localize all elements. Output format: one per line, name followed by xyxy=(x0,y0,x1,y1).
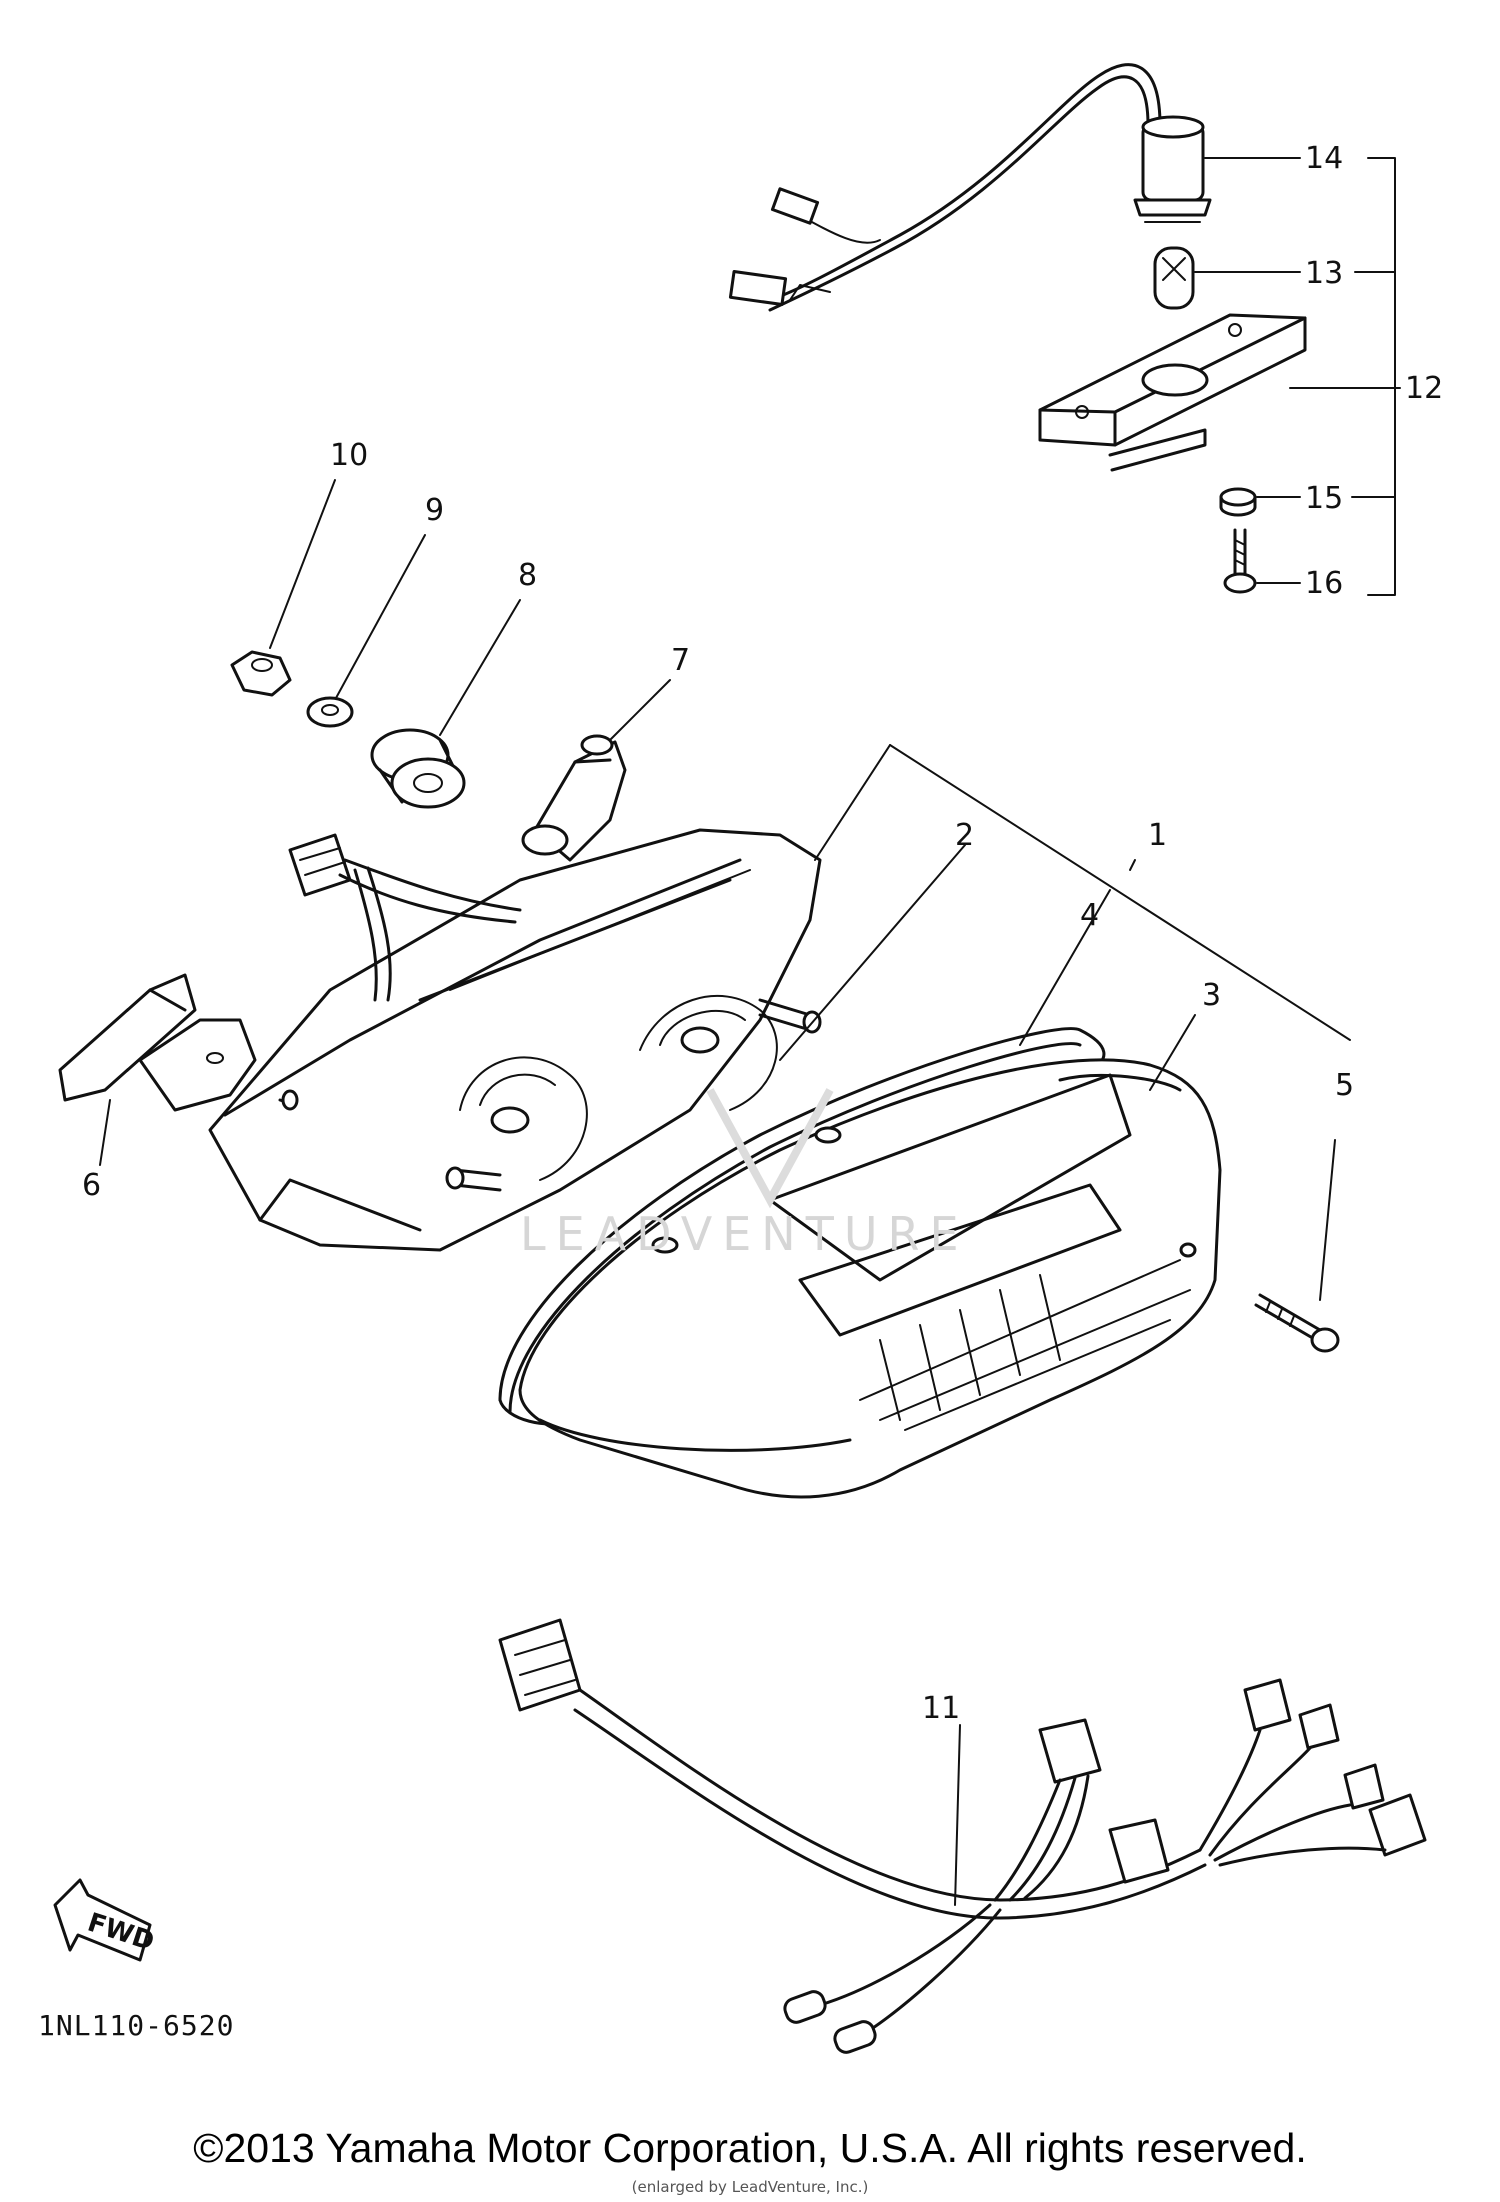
fwd-arrow: FWD xyxy=(53,1878,158,1962)
callout-10: 10 xyxy=(330,438,368,473)
callout-14: 14 xyxy=(1305,141,1343,176)
callout-6: 6 xyxy=(82,1168,101,1203)
callout-4: 4 xyxy=(1080,898,1099,933)
license-light-wire xyxy=(728,63,1162,312)
callout-8: 8 xyxy=(518,558,537,593)
diagram-ref-code: 1NL110-6520 xyxy=(38,2009,234,2042)
taillight-housing xyxy=(208,828,822,1252)
housing-connector xyxy=(288,833,522,1002)
bracket-7 xyxy=(521,679,671,862)
wire-harness-11 xyxy=(498,1618,1427,2054)
callout-leaders-center xyxy=(99,744,1351,1301)
callout-9: 9 xyxy=(425,493,444,528)
lens-3 xyxy=(518,1058,1222,1499)
callout-1: 1 xyxy=(1148,818,1167,853)
callout-11: 11 xyxy=(922,1691,960,1726)
callout-15: 15 xyxy=(1305,481,1343,516)
callout-16: 16 xyxy=(1305,566,1343,601)
callout-leaders-left xyxy=(269,479,521,736)
bulb xyxy=(1153,246,1195,310)
spacer-8 xyxy=(370,728,466,809)
callout-7: 7 xyxy=(671,643,690,678)
grommet-15 xyxy=(1219,487,1257,517)
screw-5 xyxy=(1254,1293,1340,1353)
watermark: LEADVENTURE xyxy=(520,1088,969,1261)
bulb-socket xyxy=(1133,115,1212,223)
callout-13: 13 xyxy=(1305,256,1343,291)
callout-12: 12 xyxy=(1405,371,1443,406)
watermark-text: LEADVENTURE xyxy=(520,1207,969,1261)
callout-5: 5 xyxy=(1335,1068,1354,1103)
washer-9 xyxy=(306,696,354,728)
cover-6 xyxy=(58,973,257,1112)
copyright-notice: ©2013 Yamaha Motor Corporation, U.S.A. A… xyxy=(193,2125,1307,2171)
callout-3: 3 xyxy=(1202,978,1221,1013)
callout-leaders-right xyxy=(1194,157,1401,596)
screw-16 xyxy=(1223,528,1257,594)
nut-10 xyxy=(230,650,292,697)
license-light-bracket xyxy=(1038,313,1307,472)
credit-text: (enlarged by LeadVenture, Inc.) xyxy=(631,2178,869,2196)
callout-2: 2 xyxy=(955,818,974,853)
